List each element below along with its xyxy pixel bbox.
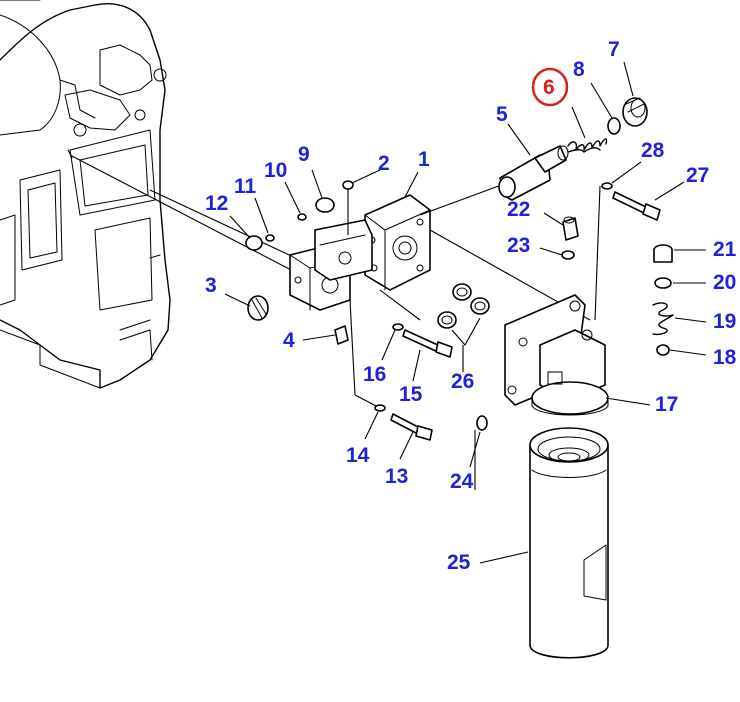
callouts: 1 2 3 4 5 6 7 8 9 10 11 12 13 14 15 16 1…: [205, 38, 737, 574]
callout-26: 26: [451, 370, 474, 393]
washer-part-28: [601, 182, 613, 190]
washer-part-23: [561, 250, 575, 260]
bolt-part-15: [402, 329, 453, 358]
highlight-ring: [531, 67, 569, 107]
callout-20: 20: [713, 271, 736, 294]
callout-14: 14: [346, 444, 370, 467]
callout-16: 16: [363, 363, 386, 386]
valve-body-assembly: [289, 194, 431, 311]
valve-spool-part-5: [498, 145, 569, 201]
callout-18: 18: [713, 346, 737, 369]
callout-21: 21: [713, 238, 737, 261]
o-ring-part-8: [607, 117, 621, 135]
washer-part-14: [374, 404, 386, 412]
bolt-part-13: [390, 413, 433, 441]
alignment-line: [69, 154, 321, 286]
callout-8: 8: [573, 58, 585, 81]
engine-block: [0, 0, 171, 389]
callout-15: 15: [399, 383, 423, 406]
leader-lines: [224, 61, 707, 564]
spring-part-19: [652, 302, 674, 336]
callout-25: 25: [447, 551, 471, 574]
callout-12: 12: [205, 192, 228, 215]
callout-4: 4: [283, 329, 295, 352]
callout-17: 17: [655, 393, 678, 416]
seals-part-26: [437, 283, 490, 346]
ring-part-18: [656, 344, 670, 356]
callout-9: 9: [298, 143, 310, 166]
callout-28: 28: [641, 139, 665, 162]
callout-6: 6: [543, 76, 555, 99]
callout-1: 1: [418, 148, 430, 171]
filter-cartridge-part-25: [529, 427, 609, 659]
callout-10: 10: [264, 159, 287, 182]
fitting-part-22: [562, 216, 579, 241]
callout-3: 3: [205, 274, 217, 297]
spring-part-6: [567, 138, 608, 153]
callout-5: 5: [496, 103, 508, 126]
callout-11: 11: [234, 175, 257, 198]
plug-part-3: [247, 295, 269, 321]
plug-part-7: [622, 97, 648, 127]
o-ring-part-11: [265, 234, 275, 242]
washer-part-16: [392, 323, 404, 331]
callout-23: 23: [507, 234, 530, 257]
filter-head-part-17: [504, 294, 609, 416]
plug-part-21: [653, 244, 673, 263]
o-ring-part-12: [245, 235, 263, 251]
plug-part-24: [476, 415, 488, 431]
alignment-line: [149, 189, 301, 261]
callout-2: 2: [378, 152, 390, 175]
callout-7: 7: [608, 38, 620, 61]
callout-22: 22: [507, 198, 530, 221]
o-ring-part-9: [315, 197, 335, 213]
callout-27: 27: [686, 164, 709, 187]
callout-19: 19: [713, 310, 736, 333]
washer-part-20: [654, 277, 672, 289]
o-ring-part-10: [297, 213, 307, 221]
screw-part-2: [342, 180, 354, 235]
bolt-part-27: [612, 191, 661, 221]
plug-part-4: [334, 325, 349, 345]
callout-13: 13: [385, 465, 408, 488]
callout-24: 24: [450, 470, 474, 493]
